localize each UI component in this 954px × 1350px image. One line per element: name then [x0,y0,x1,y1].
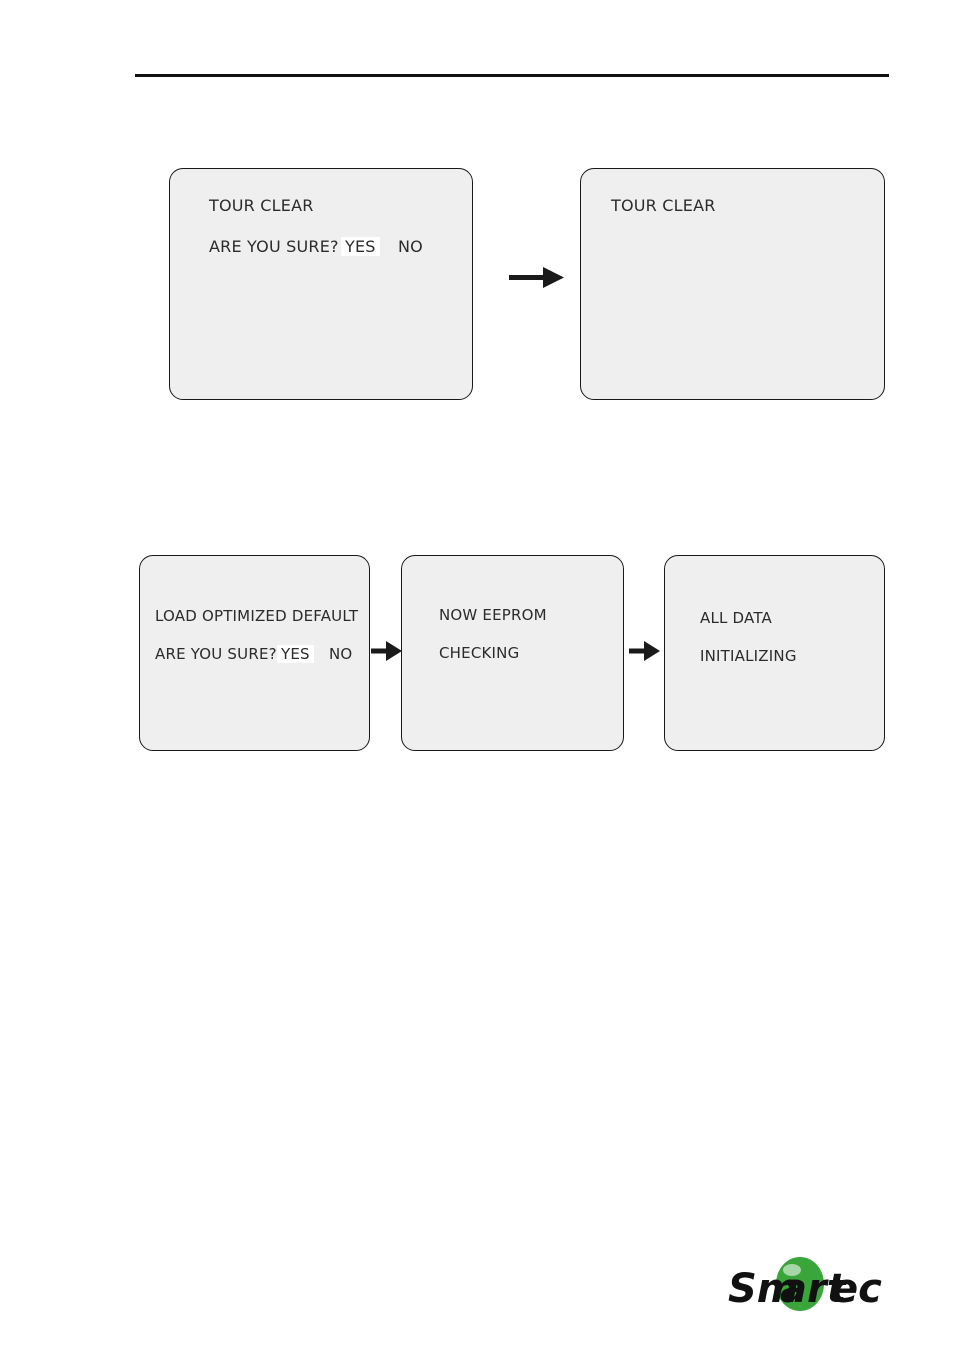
tour-clear-result-screen: TOUR CLEAR [580,168,885,400]
load-default-no-option[interactable]: NO [329,645,352,663]
tour-clear-title: TOUR CLEAR [209,196,314,215]
eeprom-check-screen: NOW EEPROM CHECKING [401,555,624,751]
smartec-logo: Sm art ec [728,1256,888,1314]
tour-clear-question: ARE YOU SURE? [209,237,339,256]
data-init-screen: ALL DATA INITIALIZING [664,555,885,751]
eeprom-line-2: CHECKING [439,644,519,662]
init-line-1: ALL DATA [700,609,772,627]
eeprom-line-1: NOW EEPROM [439,606,547,624]
logo-text-right: ec [831,1266,882,1312]
header-rule [135,74,889,77]
tour-clear-yes-option[interactable]: YES [341,237,380,256]
right-arrow-icon [371,640,403,662]
load-default-question: ARE YOU SURE? [155,645,277,663]
tour-clear-confirm-screen: TOUR CLEAR ARE YOU SURE? YES NO [169,168,473,400]
init-line-2: INITIALIZING [700,647,797,665]
tour-clear-no-option[interactable]: NO [398,237,423,256]
load-default-confirm-screen: LOAD OPTIMIZED DEFAULT ARE YOU SURE? YES… [139,555,370,751]
load-default-yes-option[interactable]: YES [277,645,314,663]
load-default-title: LOAD OPTIMIZED DEFAULT [155,607,358,625]
right-arrow-icon [629,640,661,662]
tour-clear-result-title: TOUR CLEAR [611,196,716,215]
right-arrow-icon [509,266,565,290]
